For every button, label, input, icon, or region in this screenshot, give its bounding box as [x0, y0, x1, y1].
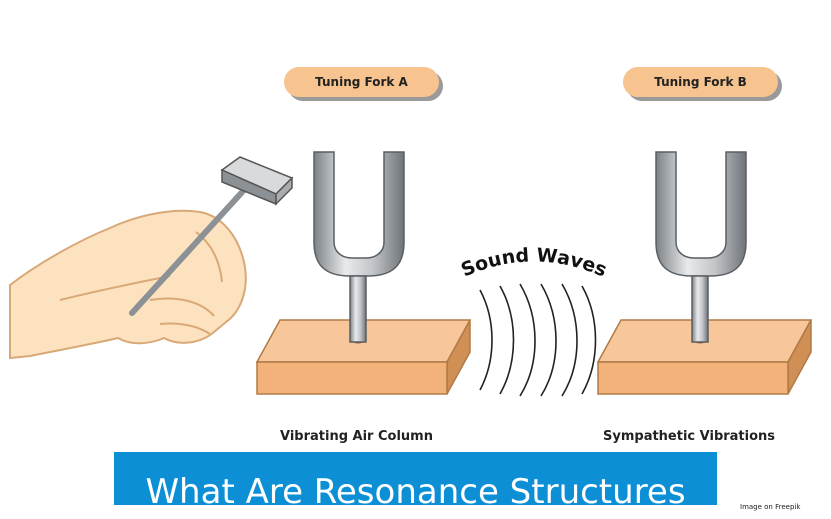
banner-title: What Are Resonance Structures	[145, 472, 686, 512]
sound-wave-arc	[561, 283, 578, 397]
sound-wave-arc	[479, 289, 493, 391]
tuning-fork-b-label: Tuning Fork B	[623, 67, 778, 97]
tuning-fork-b	[655, 151, 747, 343]
caption-vibrating-air-column: Vibrating Air Column	[280, 429, 433, 444]
sound-wave-arc	[581, 285, 597, 395]
sound-wave-arc	[519, 283, 536, 397]
title-banner: What Are Resonance Structures	[114, 452, 717, 512]
sound-wave-arcs	[479, 283, 597, 397]
sound-wave-arc	[540, 283, 557, 397]
tuning-fork-a	[313, 151, 405, 343]
sound-wave-arc	[499, 285, 515, 395]
hammer-icon	[129, 156, 294, 316]
sound-waves-label: Sound Waves	[458, 244, 610, 281]
hand-illustration	[9, 209, 247, 360]
tuning-fork-a-label: Tuning Fork A	[284, 67, 439, 97]
image-credit: Image on Freepik	[740, 503, 801, 511]
caption-sympathetic-vibrations: Sympathetic Vibrations	[603, 429, 776, 444]
